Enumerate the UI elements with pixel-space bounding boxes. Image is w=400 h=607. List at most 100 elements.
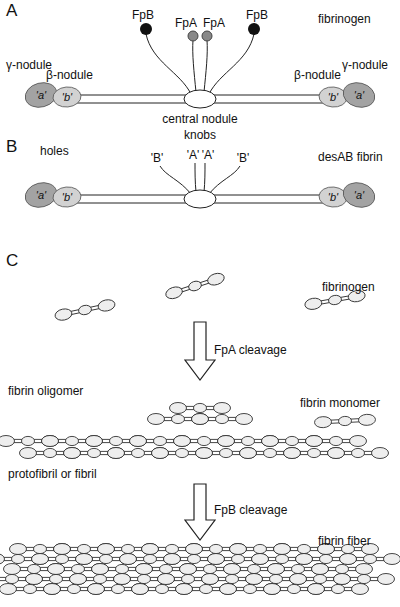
e-nodule bbox=[122, 544, 135, 553]
d-nodule bbox=[44, 584, 61, 595]
e-nodule bbox=[68, 584, 81, 593]
hole-label: 'a' bbox=[342, 82, 376, 108]
knob-chain bbox=[209, 166, 240, 194]
d-nodule bbox=[76, 554, 93, 565]
d-nodule bbox=[306, 436, 323, 447]
e-nodule bbox=[332, 584, 345, 593]
d-nodule bbox=[252, 554, 269, 565]
fibrin-molecule bbox=[218, 436, 279, 447]
e-nodule bbox=[276, 554, 289, 563]
d-nodule bbox=[114, 574, 131, 585]
fibrin-molecule bbox=[340, 554, 400, 565]
hole-label: 'b' bbox=[52, 186, 82, 208]
nodule-ellipse bbox=[318, 186, 348, 208]
d-nodule bbox=[136, 564, 153, 575]
d-nodule bbox=[334, 574, 351, 585]
d-nodule bbox=[158, 574, 175, 585]
e-nodule bbox=[232, 554, 245, 563]
e-nodule bbox=[28, 564, 41, 573]
d-nodule bbox=[378, 574, 395, 585]
fibrin-molecule bbox=[246, 574, 307, 585]
nodule: 'a' bbox=[24, 82, 58, 108]
d-nodule bbox=[358, 414, 376, 426]
molecule-group bbox=[0, 271, 400, 594]
fibrin-molecule bbox=[92, 564, 153, 575]
e-nodule bbox=[264, 448, 277, 457]
fibrin-molecule bbox=[334, 574, 395, 585]
nodule-ellipse bbox=[52, 186, 82, 208]
d-nodule bbox=[132, 584, 149, 595]
fibrin-molecule bbox=[26, 574, 87, 585]
d-nodule bbox=[290, 574, 307, 585]
nodule-ellipse bbox=[24, 182, 58, 208]
d-nodule bbox=[54, 307, 73, 321]
d-nodule bbox=[186, 544, 203, 555]
panel-letter: B bbox=[6, 140, 17, 154]
e-nodule bbox=[176, 448, 189, 457]
d-nodule bbox=[88, 584, 105, 595]
d-nodule bbox=[312, 564, 329, 575]
fibrin-molecule bbox=[164, 554, 225, 565]
e-nodule bbox=[112, 584, 125, 593]
central-nodule bbox=[184, 90, 216, 108]
e-nodule bbox=[244, 584, 257, 593]
e-nodule bbox=[254, 544, 267, 553]
fibrin-molecule bbox=[202, 574, 263, 585]
stage-label: fibrin fiber bbox=[318, 534, 371, 548]
peptide-label: FpB bbox=[132, 8, 154, 22]
d-nodule bbox=[240, 448, 257, 459]
nodule-ellipse bbox=[24, 82, 58, 108]
d-nodule bbox=[92, 564, 109, 575]
d-nodule bbox=[308, 584, 325, 595]
part-name: holes bbox=[40, 144, 69, 158]
d-nodule bbox=[4, 564, 21, 575]
d-nodule bbox=[54, 544, 71, 555]
fibrin-molecule bbox=[152, 448, 213, 459]
nodule: 'a' bbox=[24, 182, 58, 208]
d-nodule bbox=[76, 554, 93, 565]
d-nodule bbox=[142, 544, 159, 555]
d-nodule bbox=[152, 448, 169, 459]
d-nodule bbox=[164, 285, 184, 301]
d-nodule bbox=[180, 564, 197, 575]
d-nodule bbox=[136, 564, 153, 575]
e-nodule bbox=[12, 554, 25, 563]
d-nodule bbox=[148, 414, 165, 425]
stage-label: protofibril or fibril bbox=[8, 467, 97, 481]
fibrin-molecule bbox=[76, 554, 137, 565]
d-nodule bbox=[230, 544, 247, 555]
panel-letter: A bbox=[6, 4, 17, 18]
fibrin-molecule bbox=[48, 564, 109, 575]
d-nodule bbox=[356, 564, 373, 575]
d-nodule bbox=[108, 448, 125, 459]
fibrin-molecule bbox=[164, 271, 225, 300]
d-nodule bbox=[180, 564, 197, 575]
e-nodule bbox=[144, 554, 157, 563]
part-name: β-nodule bbox=[294, 68, 341, 82]
e-nodule bbox=[188, 554, 201, 563]
fibrin-molecule bbox=[176, 584, 237, 595]
d-nodule bbox=[32, 554, 49, 565]
e-nodule bbox=[22, 436, 35, 445]
e-nodule bbox=[66, 436, 79, 445]
panel-letter: C bbox=[6, 254, 18, 268]
d-nodule bbox=[32, 554, 49, 565]
e-nodule bbox=[204, 564, 217, 573]
d-nodule bbox=[334, 574, 351, 585]
d-nodule bbox=[70, 574, 87, 585]
e-nodule bbox=[314, 574, 327, 583]
fibrin-molecule bbox=[328, 448, 389, 459]
e-nodule bbox=[88, 448, 101, 457]
d-nodule bbox=[0, 436, 15, 447]
hole-label: 'a' bbox=[24, 82, 58, 108]
d-nodule bbox=[196, 448, 213, 459]
e-nodule bbox=[226, 574, 239, 583]
knob-chain bbox=[204, 163, 205, 192]
e-nodule bbox=[328, 294, 342, 305]
d-nodule bbox=[152, 448, 169, 459]
fibrin-molecule bbox=[196, 448, 257, 459]
d-nodule bbox=[264, 584, 281, 595]
d-nodule bbox=[274, 544, 291, 555]
fibrin-molecule bbox=[98, 544, 159, 555]
d-nodule bbox=[98, 544, 115, 555]
